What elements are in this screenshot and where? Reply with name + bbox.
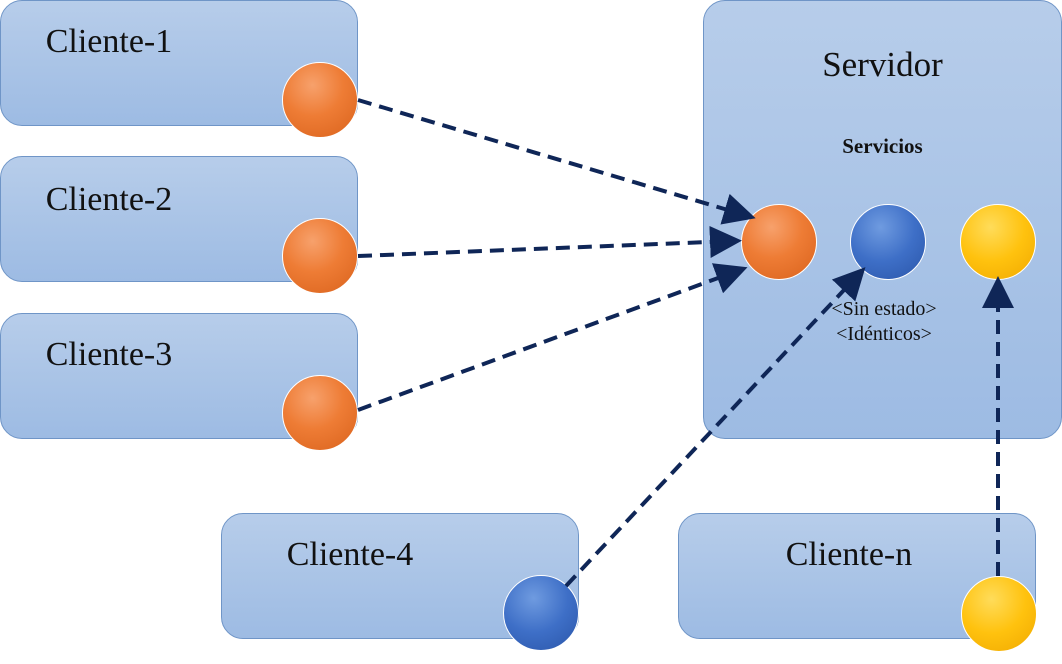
client-box-1: Cliente-1 [0,0,358,126]
client-label-2: Cliente-2 [45,181,173,218]
client-label-4: Cliente-4 [286,536,414,573]
arrow-client-2-to-server [357,225,742,258]
server-title: Servidor [822,45,943,84]
stateless-note-line-1: <Sin estado> [831,298,937,320]
services-label: Servicios [842,134,923,158]
client-n-service-dot [961,576,1037,652]
client-1-service-dot [282,62,358,138]
client-label-3: Cliente-3 [45,336,173,373]
arrow-client-1-to-server [357,98,756,225]
server-service-orange [741,204,817,280]
client-label-n: Cliente-n [785,536,913,573]
client-2-service-dot [282,218,358,294]
server-service-blue [850,204,926,280]
stateless-note-line-2: <Idénticos> [836,323,932,345]
client-label-1: Cliente-1 [45,23,173,60]
arrow-client-3-to-server [357,263,748,412]
client-3-service-dot [282,375,358,451]
client-4-service-dot [503,575,579,651]
server-service-yellow [960,204,1036,280]
stateless-note: <Sin estado> <Idénticos> [804,297,964,347]
